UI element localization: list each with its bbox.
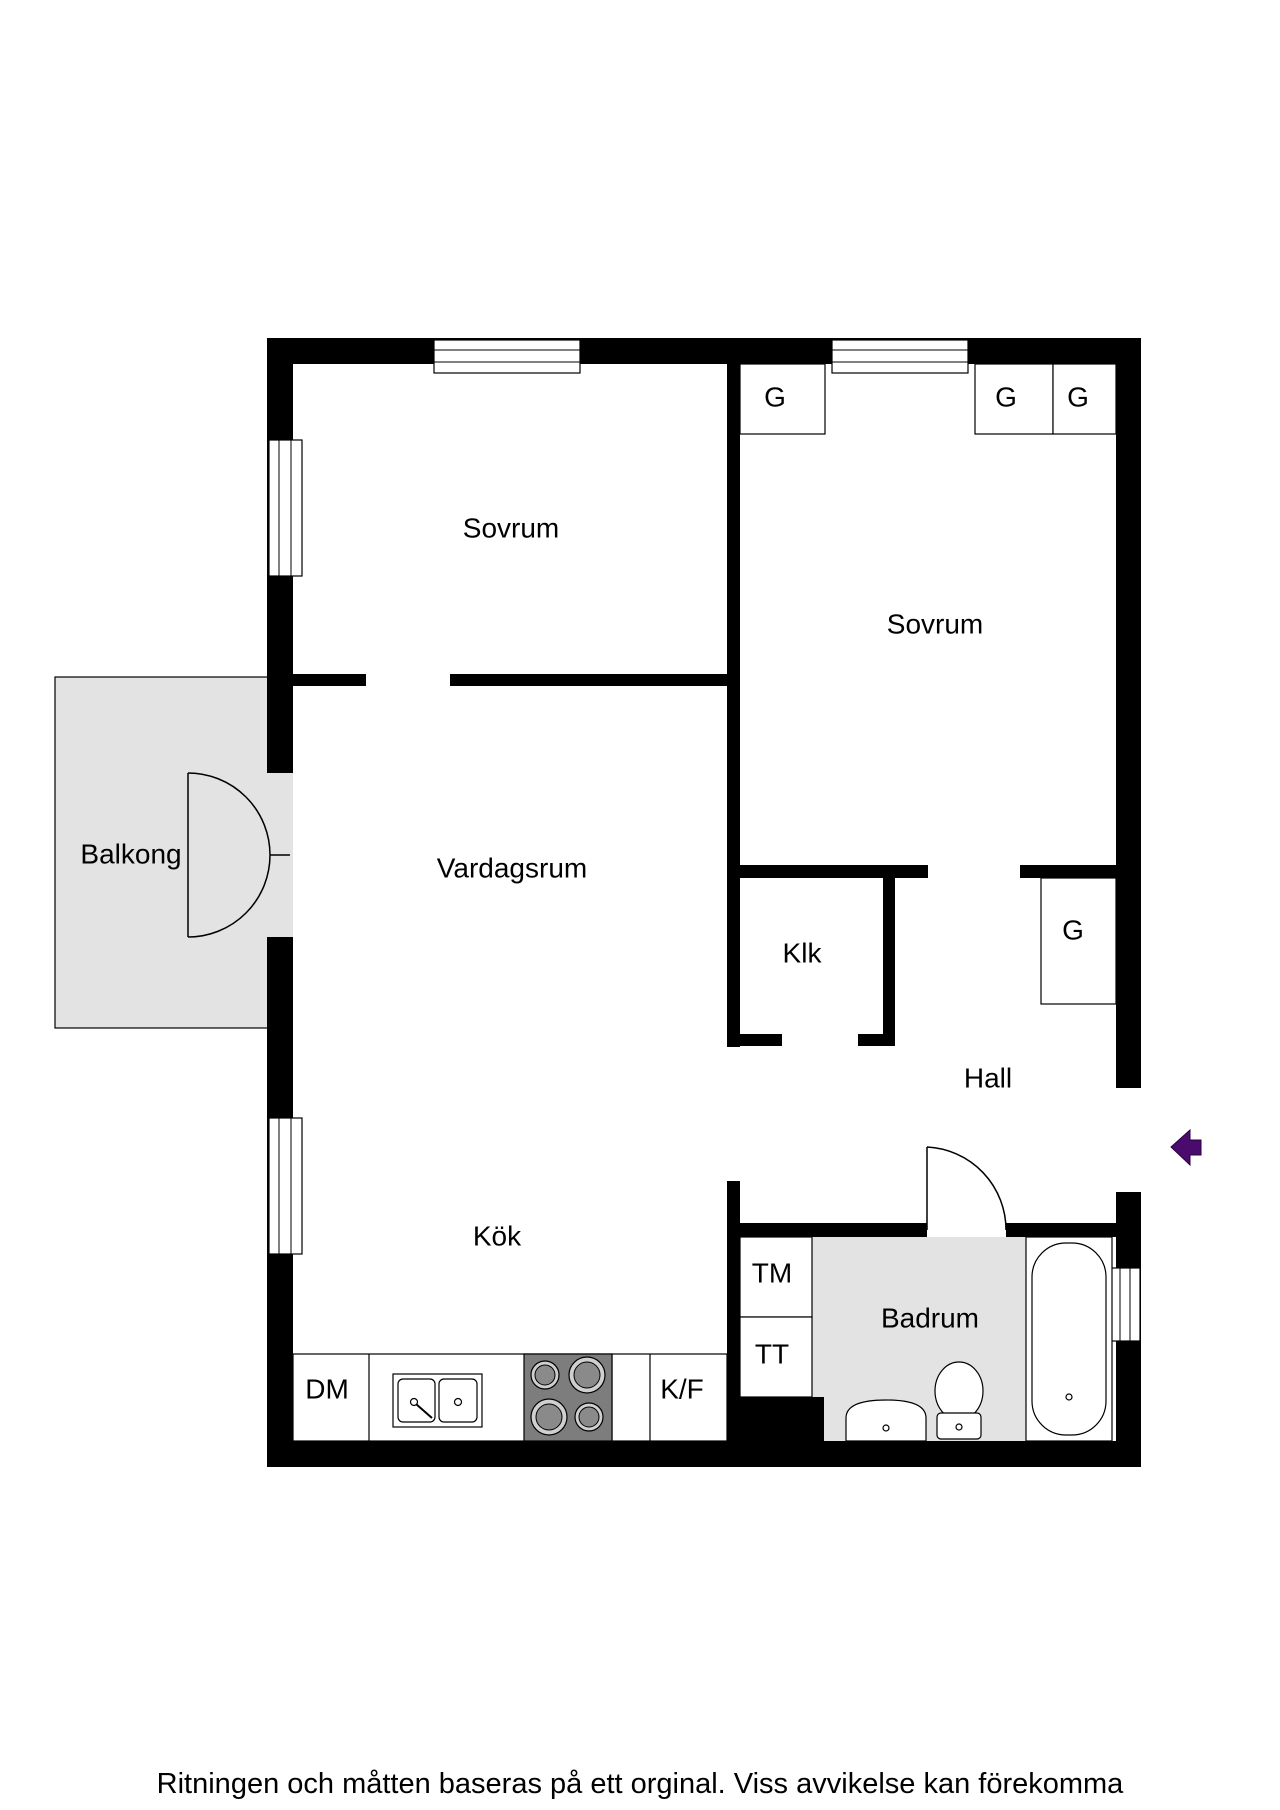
room-label-sovrum-left: Sovrum [463,512,559,543]
room-label-sovrum-right: Sovrum [887,608,983,639]
disclaimer-caption: Ritningen och måtten baseras på ett orgi… [156,1768,1124,1800]
wardrobes [739,363,1117,1005]
wardrobe-label-4: G [1062,914,1084,945]
kitchen-counter [292,1353,728,1442]
fixture-label-dm: DM [305,1373,349,1404]
room-label-hall: Hall [964,1062,1012,1093]
room-label-kok: Kök [473,1220,522,1251]
room-label-balkong: Balkong [80,838,181,869]
dryer-box [739,1316,813,1398]
wardrobe-label-3: G [1067,381,1089,412]
fixture-label-tm: TM [752,1257,792,1288]
entrance-arrow-icon [1170,1128,1202,1167]
fixture-label-tt: TT [755,1338,789,1369]
interior-walls [293,364,1116,1441]
fixture-label-kf: K/F [660,1373,704,1404]
wardrobe-3 [1052,363,1117,435]
room-label-badrum: Badrum [881,1302,979,1333]
wardrobe-1 [739,363,826,435]
windows [268,339,1141,1342]
balcony-door [187,772,290,938]
wardrobe-label-2: G [995,381,1017,412]
laundry-units [739,1236,813,1398]
balcony-area [54,676,270,1029]
wardrobe-label-1: G [764,381,786,412]
room-label-klk: Klk [783,937,823,968]
bathroom-door [926,1146,1007,1231]
toilet-icon [934,1361,984,1440]
room-label-vardagsrum: Vardagsrum [437,852,587,883]
sink-icon [392,1373,483,1428]
wardrobe-4 [1040,877,1117,1005]
washbasin-icon [845,1399,927,1442]
wardrobe-2 [974,363,1054,435]
washer-box [739,1236,813,1318]
stove-icon [523,1353,613,1442]
bathtub-icon [1025,1236,1113,1442]
